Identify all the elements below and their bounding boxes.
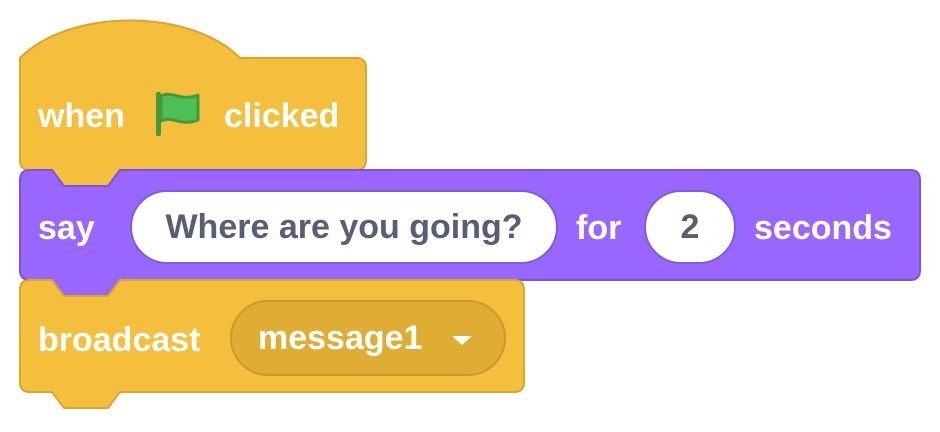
broadcast-message-dropdown[interactable]: message1 xyxy=(230,300,506,376)
broadcast-message-value: message1 xyxy=(258,319,423,357)
seconds-label: seconds xyxy=(754,209,892,247)
green-flag-icon xyxy=(156,92,200,136)
broadcast-label: broadcast xyxy=(38,321,201,359)
say-label: say xyxy=(38,209,95,247)
say-message-input[interactable]: Where are you going? xyxy=(130,190,558,264)
for-label: for xyxy=(576,209,622,247)
when-label: when xyxy=(38,97,125,135)
chevron-down-icon xyxy=(452,336,472,345)
seconds-number-input[interactable]: 2 xyxy=(644,190,736,264)
clicked-label: clicked xyxy=(224,97,340,135)
